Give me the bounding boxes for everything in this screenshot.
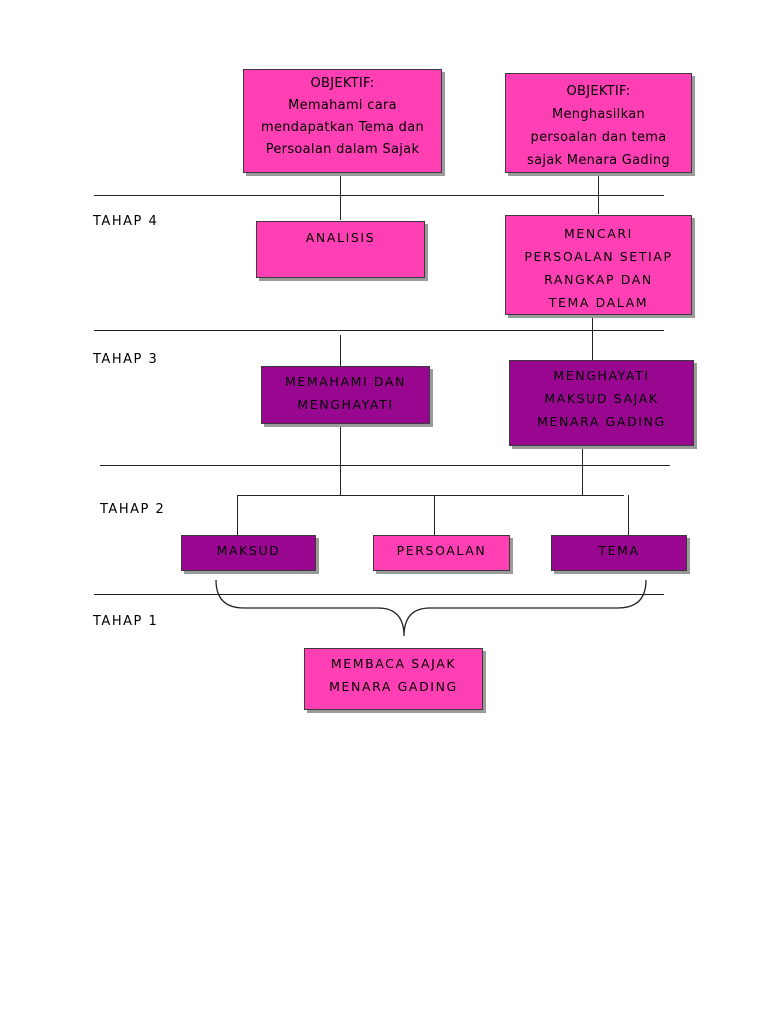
connector-branch-maksud: [237, 495, 238, 535]
connector-branch-horizontal: [237, 495, 624, 496]
membaca-line-2: MENARA GADING: [329, 679, 458, 694]
connector-branch-persoalan: [434, 495, 435, 535]
stage-divider-4: [94, 594, 664, 595]
stage-label-tahap-3: TAHAP 3: [93, 352, 159, 367]
menghayati-line-1: MENGHAYATI: [553, 368, 650, 383]
connector-objective-right: [598, 176, 599, 214]
persoalan-label: PERSOALAN: [396, 543, 487, 558]
stage-label-tahap-1: TAHAP 1: [93, 614, 159, 629]
mencari-box: MENCARI PERSOALAN SETIAP RANGKAP DAN TEM…: [505, 215, 692, 315]
objective-left-line-4: Persoalan dalam Sajak: [265, 142, 420, 157]
objective-left-line-1: OBJEKTIF:: [310, 76, 375, 91]
memahami-line-1: MEMAHAMI DAN: [285, 374, 406, 389]
memahami-box: MEMAHAMI DAN MENGHAYATI: [261, 366, 430, 424]
membaca-line-1: MEMBACA SAJAK: [330, 656, 457, 671]
mencari-line-1: MENCARI: [564, 226, 633, 241]
objective-right-line-3: persoalan dan tema: [530, 130, 667, 145]
connector-branch-tema: [628, 495, 629, 535]
objective-left-line-2: Memahami cara: [288, 98, 397, 113]
persoalan-box: PERSOALAN: [373, 535, 510, 571]
analisis-box: ANALISIS: [256, 221, 425, 278]
analisis-label: ANALISIS: [305, 230, 376, 245]
tema-label: TEMA: [598, 543, 640, 558]
maksud-box: MAKSUD: [181, 535, 316, 571]
mencari-line-3: RANGKAP DAN: [544, 272, 653, 287]
connector-menghayati-down: [582, 446, 583, 496]
stage-divider-2: [94, 330, 664, 331]
memahami-line-2: MENGHAYATI: [297, 397, 394, 412]
connector-memahami-down: [340, 424, 341, 496]
membaca-box: MEMBACA SAJAK MENARA GADING: [304, 648, 483, 710]
connector-mencari-down: [592, 315, 593, 360]
stage-divider-1: [94, 195, 664, 196]
objective-left-line-3: mendapatkan Tema dan: [260, 120, 425, 135]
mencari-line-2: PERSOALAN SETIAP: [524, 249, 673, 264]
mencari-line-4: TEMA DALAM: [548, 295, 649, 310]
connector-analisis-down: [340, 335, 341, 366]
menghayati-line-2: MAKSUD SAJAK: [544, 391, 659, 406]
menghayati-box: MENGHAYATI MAKSUD SAJAK MENARA GADING: [509, 360, 694, 446]
objective-right-box: OBJEKTIF: Menghasilkan persoalan dan tem…: [505, 73, 692, 173]
connector-objective-left: [340, 176, 341, 220]
menghayati-line-3: MENARA GADING: [537, 414, 666, 429]
stage-label-tahap-4: TAHAP 4: [93, 214, 159, 229]
tema-box: TEMA: [551, 535, 687, 571]
objective-right-line-1: OBJEKTIF:: [566, 84, 631, 99]
stage-divider-3: [100, 465, 670, 466]
objective-right-line-2: Menghasilkan: [551, 107, 645, 122]
objective-right-line-4: sajak Menara Gading: [527, 153, 670, 168]
objective-left-box: OBJEKTIF: Memahami cara mendapatkan Tema…: [243, 69, 442, 173]
maksud-label: MAKSUD: [216, 543, 281, 558]
stage-label-tahap-2: TAHAP 2: [100, 502, 166, 517]
